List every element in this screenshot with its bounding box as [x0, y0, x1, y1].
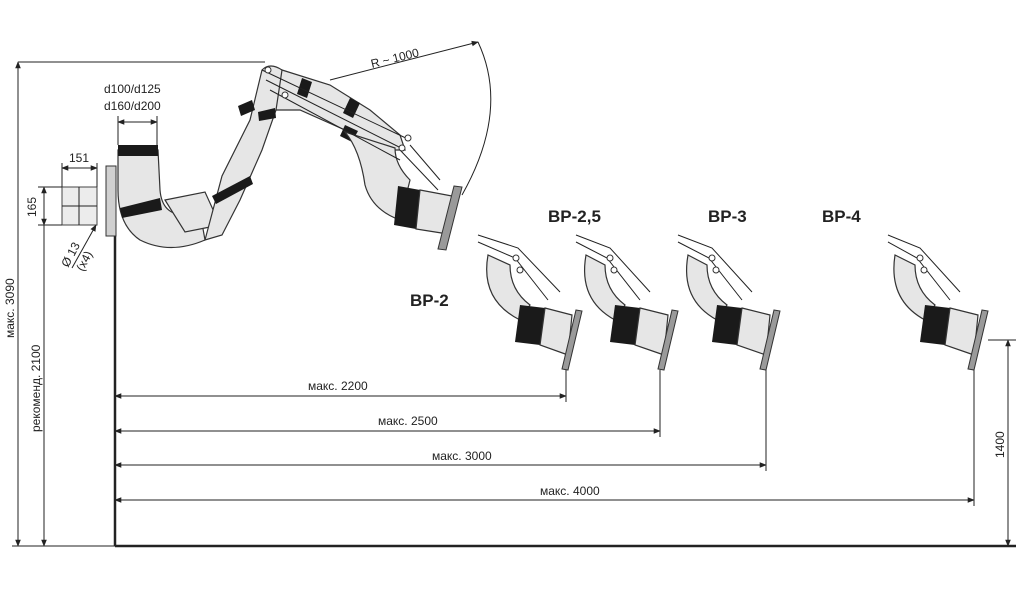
bracket-height-label: 165 [25, 197, 39, 217]
model-bp4-label: BP-4 [822, 207, 861, 226]
extraction-arm-main [117, 65, 463, 251]
model-bp2-label: BP-2 [410, 291, 449, 310]
bracket-width-dimension: 151 [61, 151, 98, 187]
model-bp25: BP-2,5 [548, 207, 679, 371]
wall-bracket [61, 165, 117, 237]
model-bp3: BP-3 [677, 207, 781, 371]
end-height-label: 1400 [993, 431, 1007, 458]
reach-bp4-label: макс. 4000 [540, 484, 600, 498]
reach-dimension-bp25: макс. 2500 [114, 370, 661, 437]
max-height-dimension: макс. 3090 [3, 61, 265, 547]
end-height-dimension: 1400 [988, 339, 1016, 547]
model-bp4: BP-4 [822, 207, 989, 371]
duct-diameter-label-2: d160/d200 [104, 99, 161, 113]
bracket-height-dimension: 165 [25, 186, 62, 226]
recommended-height-dimension: рекоменд. 2100 [29, 225, 47, 547]
duct-diameter-dimension: d100/d125 d160/d200 [104, 82, 161, 145]
duct-diameter-label-1: d100/d125 [104, 82, 161, 96]
bracket-width-label: 151 [69, 151, 89, 165]
hole-diameter-callout: Ø 13 (x4) [58, 224, 97, 273]
model-bp2: BP-2 [410, 234, 583, 371]
reach-bp25-label: макс. 2500 [378, 414, 438, 428]
reach-dimension-bp2: макс. 2200 [114, 370, 567, 402]
reach-dimension-bp3: макс. 3000 [114, 370, 767, 471]
reach-bp3-label: макс. 3000 [432, 449, 492, 463]
max-height-label: макс. 3090 [3, 278, 17, 338]
recommended-height-label: рекоменд. 2100 [29, 344, 43, 432]
radius-label: R ~ 1000 [369, 45, 420, 71]
model-bp3-label: BP-3 [708, 207, 747, 226]
model-bp25-label: BP-2,5 [548, 207, 601, 226]
reach-dimension-bp4: макс. 4000 [114, 370, 975, 506]
reach-bp2-label: макс. 2200 [308, 379, 368, 393]
